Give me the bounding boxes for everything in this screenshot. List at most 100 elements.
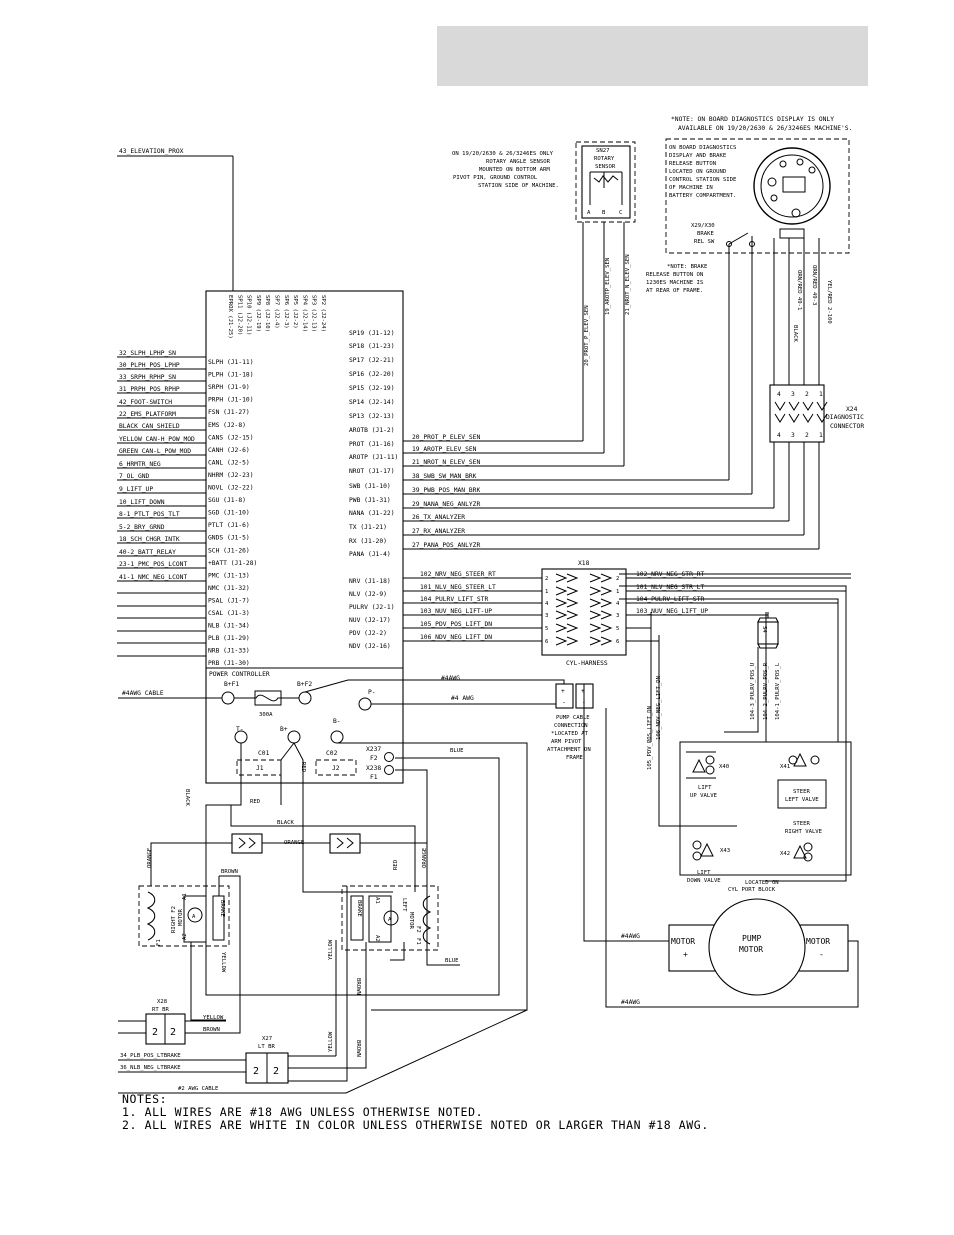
mid-cable-label: #4 AWG	[451, 695, 474, 702]
controller-right-pin: NUV (J2-17)	[349, 617, 391, 624]
notes-block: NOTES:1. ALL WIRES ARE #18 AWG UNLESS OT…	[122, 1093, 709, 1132]
x42-label: X42	[780, 851, 790, 857]
right-drive-motor: A BRAKE RIGHT F2 MOTOR A1 A2 F1 YELLOW	[138, 875, 241, 1034]
right-motor-a: A	[192, 914, 196, 920]
diagnostics-display	[753, 147, 831, 225]
controller-top-pin: SP2 (J2-24)	[320, 295, 326, 332]
brake-note-line: AT REAR OF FRAME.	[646, 288, 703, 294]
power-controller: POWER CONTROLLER SLPH (J1-11)PLPH (J1-18…	[205, 290, 404, 784]
x18-pin-left: 6	[545, 639, 548, 645]
left-wire-label: 6_HRMTR_NEG	[119, 461, 161, 468]
left-wire-label: 40-2_BATT_RELAY	[119, 549, 176, 556]
x18-pin-left: 2	[545, 576, 548, 582]
controller-right-pin: NRV (J1-18)	[349, 578, 391, 585]
controller-left-pin: PLB (J1-29)	[208, 635, 250, 642]
controller-left-pin: PMC (J1-13)	[208, 572, 250, 579]
lift-up-valve: X40 LIFT UP VALVE	[686, 751, 729, 799]
controller-right-pin: SP19 (J1-12)	[349, 330, 395, 337]
x24-name: X24	[846, 406, 858, 413]
left-wire-label: 33_SRPH_RPHP_SN	[119, 374, 176, 381]
orange-label-left: ORANGE	[147, 847, 153, 868]
left-motor-f1: F1	[415, 938, 421, 945]
left-wire-label: 32_SLPH_LPHP_SN	[119, 350, 176, 357]
steer-left-label1: STEER	[793, 789, 810, 795]
rotary-sensor-title1: ROTARY	[594, 156, 615, 162]
x18-pin-right: 4	[616, 601, 620, 607]
diag-inner-note-line: CONTROL STATION SIDE	[669, 177, 737, 183]
yellow-label3: YELLOW	[328, 1031, 334, 1052]
rotary-note-line: ON 19/20/2630 & 26/3246ES ONLY	[452, 151, 554, 157]
controller-right-pin: SP14 (J2-14)	[349, 399, 395, 406]
controller-left-pins: SLPH (J1-11)PLPH (J1-18)SRPH (J1-9)PRPH …	[208, 359, 257, 667]
brake-connector-x27: X27 LT BR 2 2 34_PLB_POS_LTBRAKE 36_NLB_…	[118, 1009, 528, 1094]
right-wire-label: 20_PROT_P_ELEV_SEN	[412, 434, 480, 441]
x18-pin-right: 5	[616, 626, 619, 632]
fuse-rating: 300A	[259, 712, 273, 718]
controller-right-pin: SP15 (J2-19)	[349, 385, 395, 392]
left-wire-label: 22_EMS_PLATFORM	[119, 411, 176, 418]
diag-inner-note-line: DISPLAY AND BRAKE	[669, 153, 727, 159]
pump-conn-note-line: PUMP CABLE	[556, 715, 590, 721]
wire-bminus	[337, 742, 528, 1011]
right-brake-label: BRAKE	[219, 900, 225, 917]
rotary-note-line: PIVOT PIN, GROUND CONTROL	[453, 175, 538, 181]
pump-motor-label1: PUMP	[742, 934, 761, 943]
controller-right-pin: RX (J1-20)	[349, 538, 387, 545]
left-motor-a1: A1	[374, 897, 380, 904]
left-wire-label: 23-1_PMC_POS_LCONT	[119, 561, 187, 568]
diagnostic-connector-x24	[769, 384, 825, 443]
valve-wire-right-label: 103_NUV_NEG_LIFT_UP	[636, 608, 708, 615]
valve-wire-left-label: 103_NUV_NEG_LIFT-UP	[420, 608, 492, 615]
rotary-note-line: MOUNTED ON BOTTOM ARM	[479, 167, 550, 173]
x24-caption1: DIAGNOSTIC	[826, 414, 864, 421]
s4-label: S4	[761, 626, 767, 633]
brake-note-line: 1230ES MACHINE IS	[646, 280, 703, 286]
x18-pin-right: 6	[616, 639, 619, 645]
x27-pin1: 2	[253, 1066, 259, 1077]
controller-top-pin: SP8 (J2-10)	[264, 295, 270, 332]
left-drive-motor: BRAKE A LEFT MOTOR A1 A2 F2 F1 YELLOW BR…	[288, 885, 439, 1082]
x24-pin-bottom: 2	[805, 432, 809, 439]
controller-left-pin: CANH (J2-6)	[208, 447, 250, 454]
controller-right-pin: TX (J1-21)	[349, 524, 387, 531]
controller-right-pin: SP16 (J2-20)	[349, 371, 395, 378]
x237-f2-label: F2	[370, 755, 378, 762]
pump-motor: PUMP MOTOR MOTOR + MOTOR -	[668, 898, 849, 996]
controller-top-pins: EPROX (J1-25)SP11 (J2-20)SP10 (J2-11)SP9…	[227, 295, 326, 339]
terminal-bplus-label: B+	[280, 726, 288, 733]
controller-right-pin: AROTP (J1-11)	[349, 454, 398, 461]
controller-top-pin: SP7 (J2-4)	[274, 295, 280, 329]
diag-inner-note-line: OF MACHINE IN	[669, 185, 713, 191]
right-motor-a1: A1	[182, 893, 188, 900]
brake-connector-x28: X28 RT BR 2 2 YELLOW BROWN	[118, 999, 226, 1045]
valve-wire-left-label: 102_NRV_NEG_STEER_RT	[420, 571, 496, 578]
brown-label2: BROWN	[355, 978, 361, 995]
c01-label: C01	[258, 750, 270, 757]
x27-pin2: 2	[273, 1066, 279, 1077]
j1-label: J1	[256, 765, 264, 772]
controller-top-pin: SP9 (J2-19)	[255, 295, 261, 332]
left-wire-label: 7_OL_GND	[119, 473, 150, 480]
valve-wire-right-label: 101_NLV_NEG_STR_LT	[636, 584, 704, 591]
elevation-prox-label: 43_ELEVATION_PROX	[119, 148, 184, 155]
controller-top-pin: SP6 (J2-3)	[283, 295, 289, 329]
yellow-wire-left	[288, 940, 337, 1057]
blue-label: BLUE	[450, 748, 464, 754]
controller-left-pin: +BATT (J1-28)	[208, 560, 257, 567]
pump-conn-plus-2: +	[581, 688, 585, 695]
valve-wire-left-label: 105_PDV_POS_LIFT_DN	[420, 621, 492, 628]
x24-pin-bottom: 3	[791, 432, 795, 439]
controller-top-pin: SP3 (J2-13)	[311, 295, 317, 332]
right-wire-label: 29_NANA_NEG_ANLYZR	[412, 501, 480, 508]
valve-vertical-label: 105_PDV_POS_LIFT_DN	[647, 706, 653, 770]
left-motor-label2: MOTOR	[408, 912, 414, 929]
left-motor-wires	[288, 886, 405, 1082]
lift-up-label2: UP VALVE	[690, 793, 718, 799]
brake-release-switch	[728, 232, 753, 245]
rotary-sensor-title2: SENSOR	[595, 164, 616, 170]
left-brake-label: BRAKE	[356, 900, 362, 917]
brake-note-line: *NOTE: BRAKE	[667, 264, 708, 270]
